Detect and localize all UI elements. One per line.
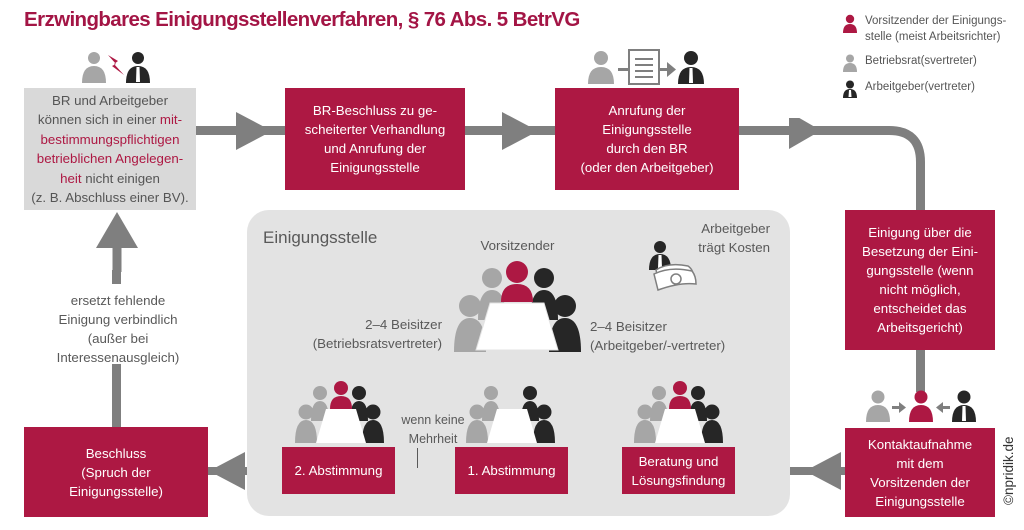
step-beratung-label: Beratung und Lösungsfindung [631,453,726,488]
start-line2b: mit- [159,112,183,127]
meeting-table-icon [454,261,581,352]
legend-item-employer: Arbeitgeber(vertreter) [842,80,975,98]
meeting-table-icon-consult [634,381,723,443]
meeting-table-icon-vote2 [295,381,384,443]
panel-title: Einigungsstelle [263,228,378,247]
step-abstimmung2-box: 2. Abstimmung [282,447,395,494]
start-line2a: können sich in einer [37,112,160,127]
legend-item-chair: Vorsitzender der Einigungs- stelle (meis… [842,14,1006,45]
connector-3 [739,118,925,218]
contact-chair-icon [866,390,976,422]
costs-label: Arbeitgeber trägt Kosten [698,221,770,255]
step-abstimmung1-box: 1. Abstimmung [455,447,568,494]
side-note: ersetzt fehlende Einigung verbindlich (a… [56,293,180,365]
start-line4: betrieblichen Angelegen- [36,151,184,166]
document-transfer-icon [588,49,704,85]
no-majority-label: wenn keine Mehrheit [401,413,465,446]
step-besetzung-label: Einigung über die Besetzung der Eini- gu… [861,225,979,335]
start-line5b: nicht einigen [81,170,160,186]
step-br-beschluss-box: BR-Beschluss zu ge- scheiterter Verhandl… [285,88,465,190]
legend-label-employer: Arbeitgeber(vertreter) [865,81,975,93]
step-besetzung-box: Einigung über die Besetzung der Eini- gu… [845,210,995,350]
page-title: Erzwingbares Einigungsstellenverfahren, … [24,8,580,31]
arrow-left-icon [805,452,841,490]
step-start-box: BR und Arbeitgeber können sich in einer … [24,88,196,210]
connector-up-top [112,270,121,284]
no-majority-tick [417,448,418,468]
legend-label-chair: Vorsitzender der Einigungs- stelle (meis… [865,15,1007,43]
arrow-right-icon [236,112,272,150]
start-line1: BR und Arbeitgeber [51,92,169,108]
copyright: ©npridik.de [1001,436,1016,505]
conflict-icon [82,52,150,83]
step-kontakt-label: Kontaktaufnahme mit dem Vorsitzenden der… [867,436,973,509]
step-kontakt-box: Kontaktaufnahme mit dem Vorsitzenden der… [845,428,995,517]
chair-label: Vorsitzender [480,238,555,253]
meeting-table-icon-vote1 [466,386,555,443]
connector-4 [916,350,925,392]
start-line5a: heit [60,170,82,186]
left-assessors-label: 2–4 Beisitzer (Betriebsratsvertreter) [312,317,442,351]
connector-up-bottom [112,364,121,427]
person-chair-icon [843,14,857,33]
start-line6: (z. B. Abschluss einer BV). [31,190,189,205]
step-beratung-box: Beratung und Lösungsfindung [622,447,735,494]
step-anrufung-box: Anrufung der Einigungsstelle durch den B… [555,88,739,190]
step-abstimmung2-label: 2. Abstimmung [294,463,383,478]
legend-label-works-council: Betriebsrat(svertreter) [865,55,977,67]
employer-pays-icon [649,241,697,291]
step-beschluss-label: Beschluss (Spruch der Einigungsstelle) [69,445,163,499]
arrow-right-icon [502,112,538,150]
right-assessors-label: 2–4 Beisitzer (Arbeitgeber/-vertreter) [590,319,726,353]
start-line3: bestimmungspflichtigen [40,131,180,147]
step-br-beschluss-label: BR-Beschluss zu ge- scheiterter Verhandl… [304,103,446,175]
arrow-up-icon [96,212,138,272]
legend-item-works-council: Betriebsrat(svertreter) [842,54,977,72]
step-beschluss-box: Beschluss (Spruch der Einigungsstelle) [24,427,208,517]
arrow-left-icon [209,452,245,490]
step-anrufung-label: Anrufung der Einigungsstelle durch den B… [580,103,714,175]
person-employer-icon [843,80,857,98]
person-works-council-icon [843,54,857,72]
step-abstimmung1-label: 1. Abstimmung [467,463,556,478]
